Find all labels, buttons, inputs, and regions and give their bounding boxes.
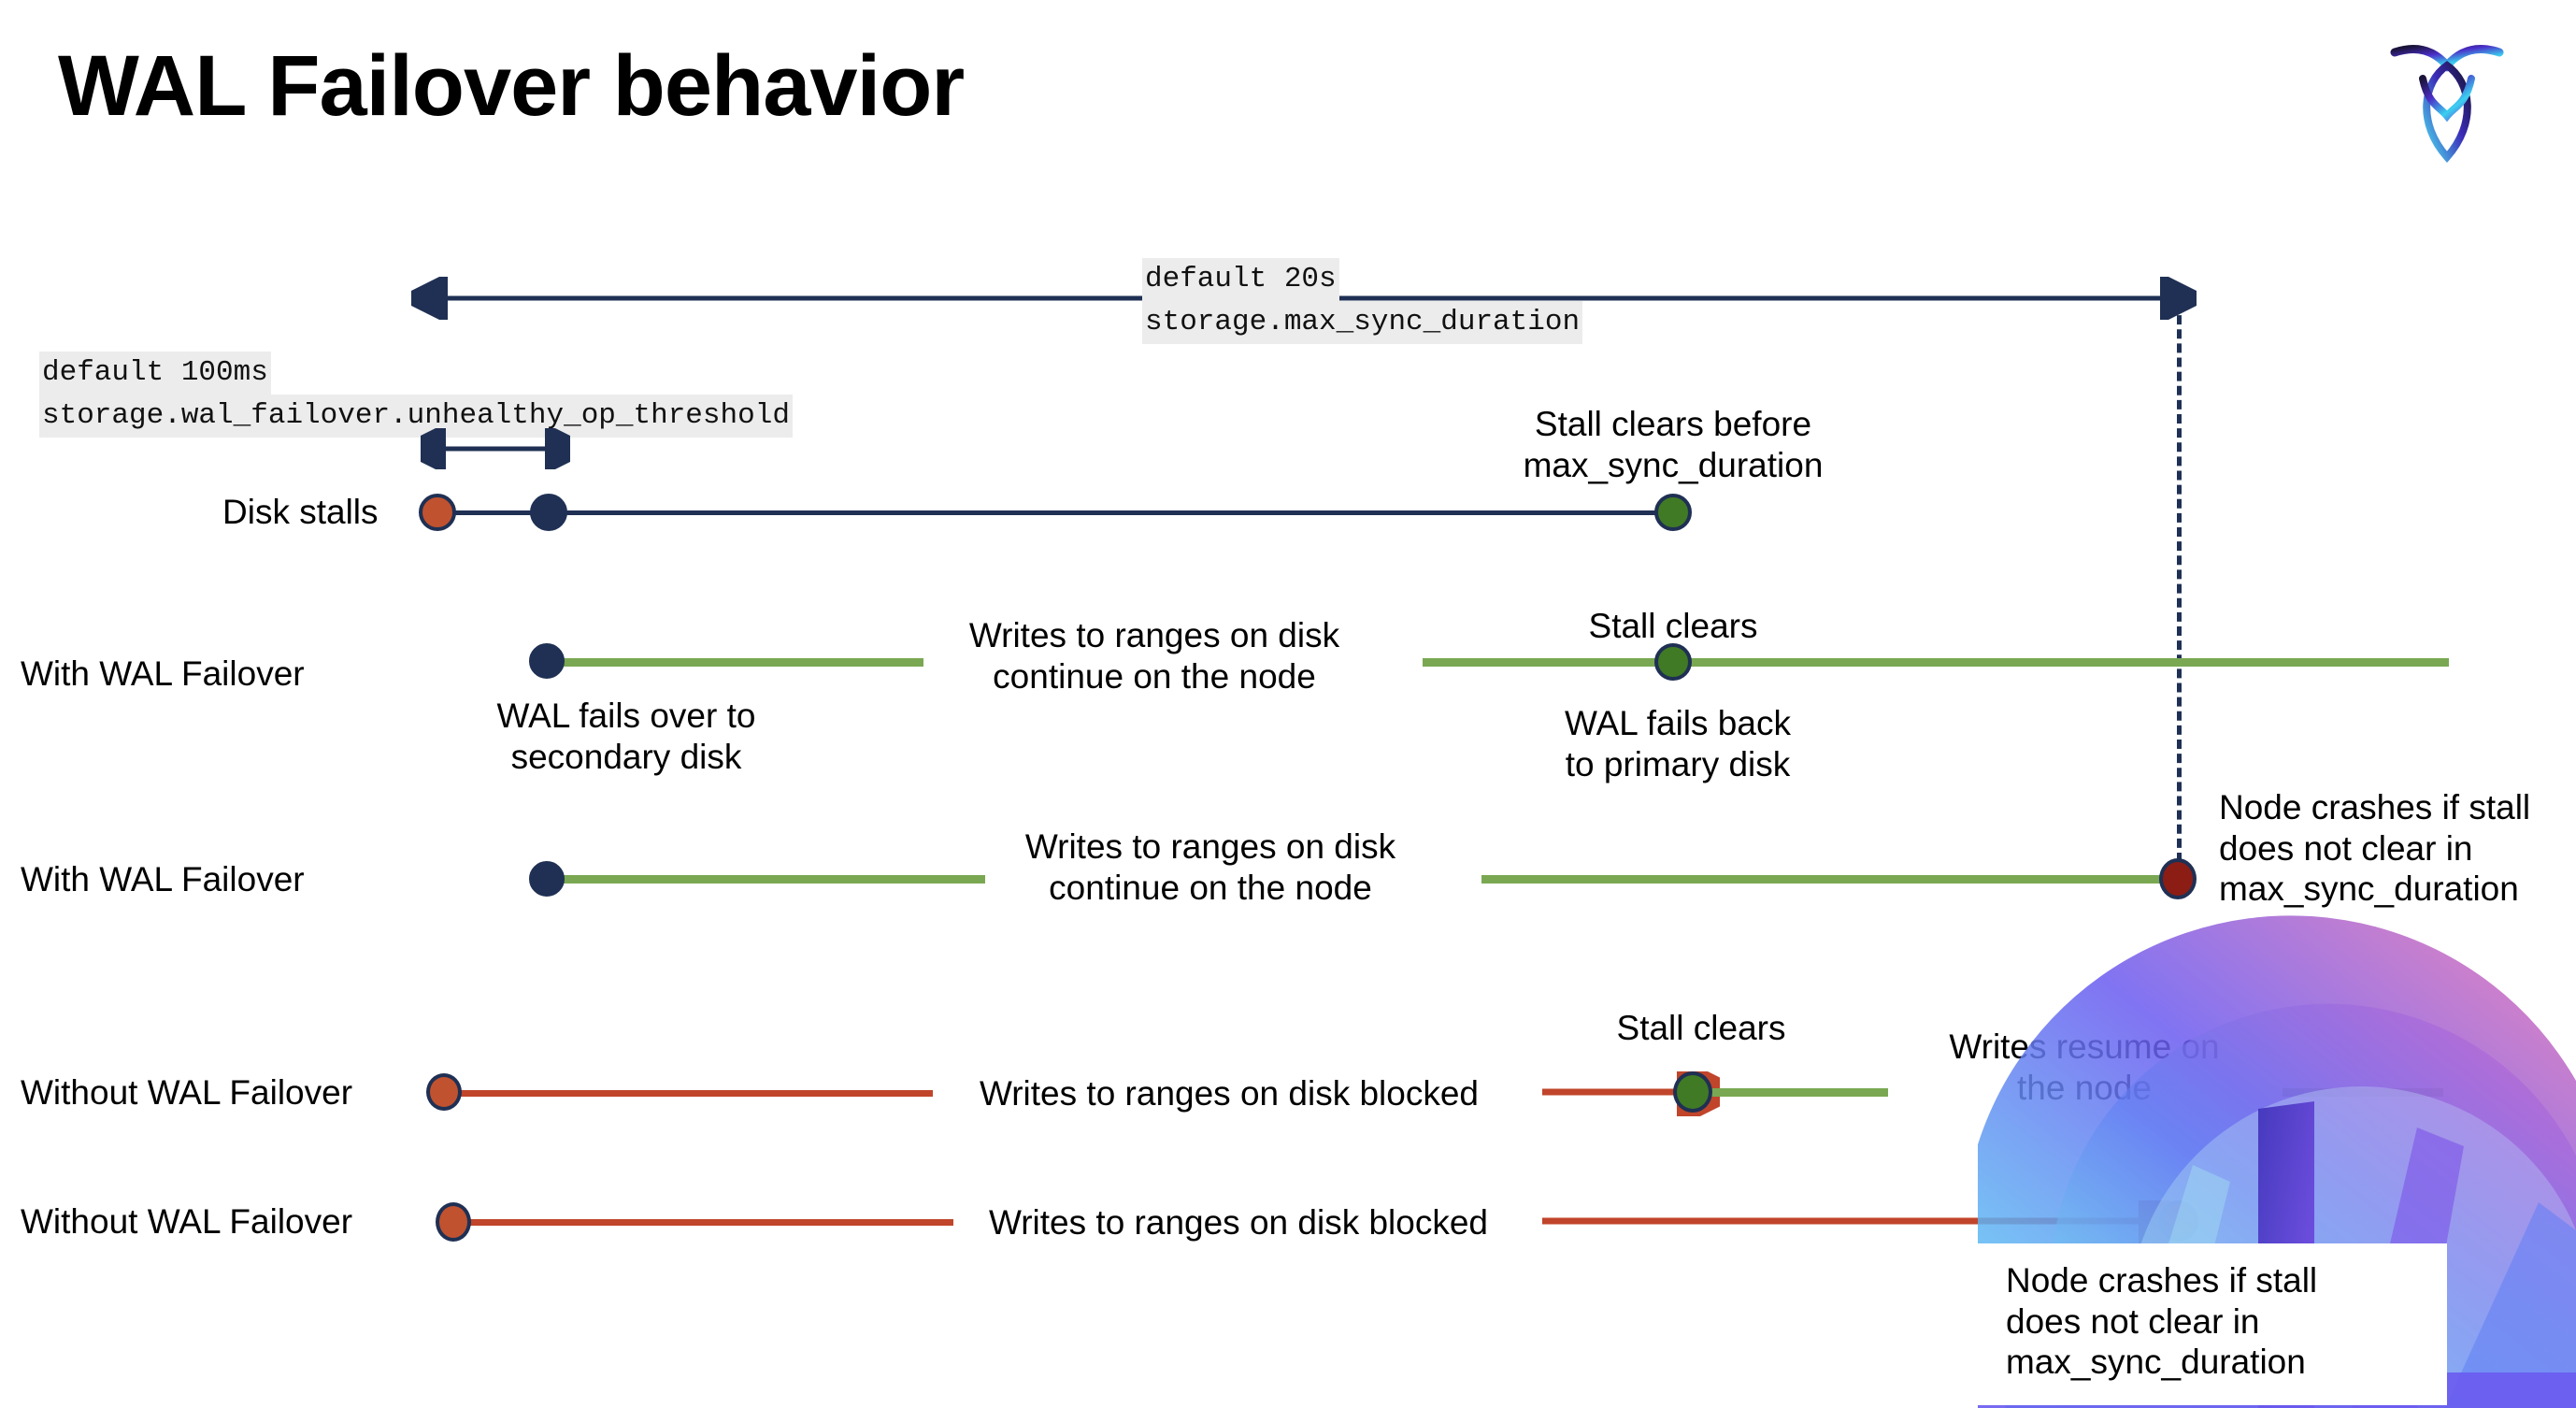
note-stall-clears-a: Stall clears [1588,607,1758,645]
disk-stall-start-dot [419,494,456,531]
writes-resume-segment-a2 [2283,1088,2443,1097]
cockroachdb-logo-icon [2385,26,2509,165]
row-label-without-wal-failover-2: Without WAL Failover [21,1202,353,1241]
disk-stall-threshold-dot [530,494,567,531]
row-label-with-wal-failover-2: With WAL Failover [21,860,305,898]
note-writes-continue-b: Writes to ranges on disk continue on the… [1024,827,1396,907]
note-wal-fails-over-to-secondary: WAL fails over to secondary disk [496,697,756,776]
blocked-writes-arrow-a [1542,1071,1720,1116]
writes-resume-segment-a [1710,1088,1888,1097]
blocked-writes-segment-b [458,1219,953,1226]
max-sync-duration-setting: default 20s storage.max_sync_duration [1142,258,1583,345]
blocked-writes-segment-a [447,1090,933,1097]
without-failover-stall-clear-dot-a [1673,1071,1712,1113]
max-sync-duration-deadline-guide [2177,301,2182,862]
note-writes-blocked-a: Writes to ranges on disk blocked [979,1074,1480,1113]
note-stall-clears-b: Stall clears [1616,1009,1786,1047]
unhealthy-op-threshold-setting: default 100ms storage.wal_failover.unhea… [39,352,793,438]
wal-failover-secondary-segment-a [540,658,923,667]
unhealthy-op-threshold-span-arrow [421,428,570,469]
wal-failover-start-dot-a [529,643,565,679]
node-crash-dot-b [2159,858,2197,899]
max-sync-default-label: default 20s [1142,258,1339,302]
page-title: WAL Failover behavior [58,38,965,134]
note-writes-resume: Writes resume on the node [1949,1027,2220,1107]
blocked-writes-arrow-b [1542,1200,2178,1245]
wal-failover-primary-segment-a [1423,658,2449,667]
note-node-crashes-c: Node crashes if stall does not clear in … [2006,1261,2318,1382]
without-failover-stall-start-dot-a [426,1073,462,1111]
wal-failover-stall-clear-dot-a [1654,643,1692,681]
wal-failover-start-dot-b [529,861,565,897]
without-failover-stall-start-dot-b [436,1202,471,1242]
unhealthy-default-label: default 100ms [39,352,271,395]
note-node-crashes-b: Node crashes if stall does not clear in … [2219,788,2531,909]
row-label-with-wal-failover-1: With WAL Failover [21,654,305,693]
max-sync-setting-label: storage.max_sync_duration [1142,301,1583,345]
node-crash-dot-c [2159,1200,2198,1242]
note-wal-fails-back-to-primary: WAL fails back to primary disk [1565,704,1791,783]
wal-failover-secondary-segment-b2 [1481,875,2173,884]
disk-stall-clear-dot [1654,494,1692,531]
wal-failover-secondary-segment-b [540,875,985,884]
row-label-disk-stalls: Disk stalls [222,493,379,531]
disk-stall-timeline [437,510,1676,515]
note-writes-blocked-b: Writes to ranges on disk blocked [988,1203,1489,1242]
note-writes-continue-a: Writes to ranges on disk continue on the… [968,616,1340,696]
unhealthy-setting-label: storage.wal_failover.unhealthy_op_thresh… [39,395,793,438]
row-label-without-wal-failover-1: Without WAL Failover [21,1073,353,1112]
note-stall-clears-before-max-sync: Stall clears before max_sync_duration [1523,405,1824,484]
node-crash-callout: Node crashes if stall does not clear in … [1963,1243,2447,1405]
